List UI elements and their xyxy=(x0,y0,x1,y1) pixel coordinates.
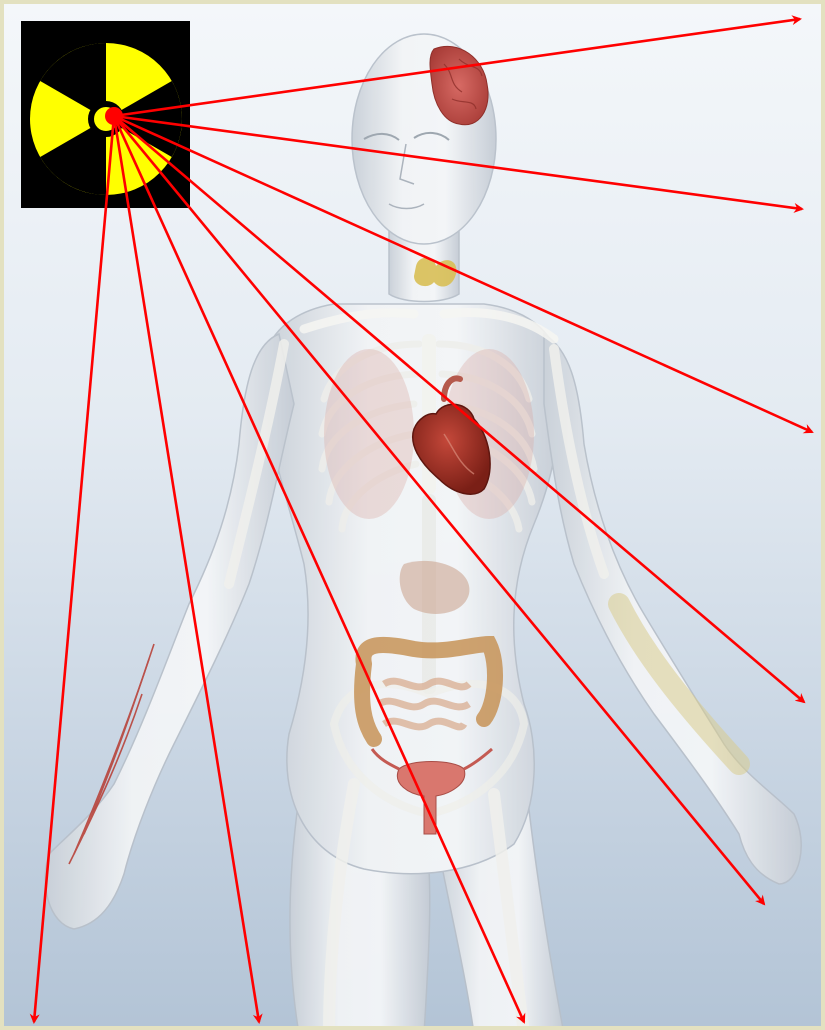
lung-left xyxy=(324,349,414,519)
left-arm xyxy=(45,334,294,929)
radiation-source-dot xyxy=(105,107,123,125)
right-arm xyxy=(544,334,801,884)
anatomy-illustration xyxy=(4,4,825,1030)
